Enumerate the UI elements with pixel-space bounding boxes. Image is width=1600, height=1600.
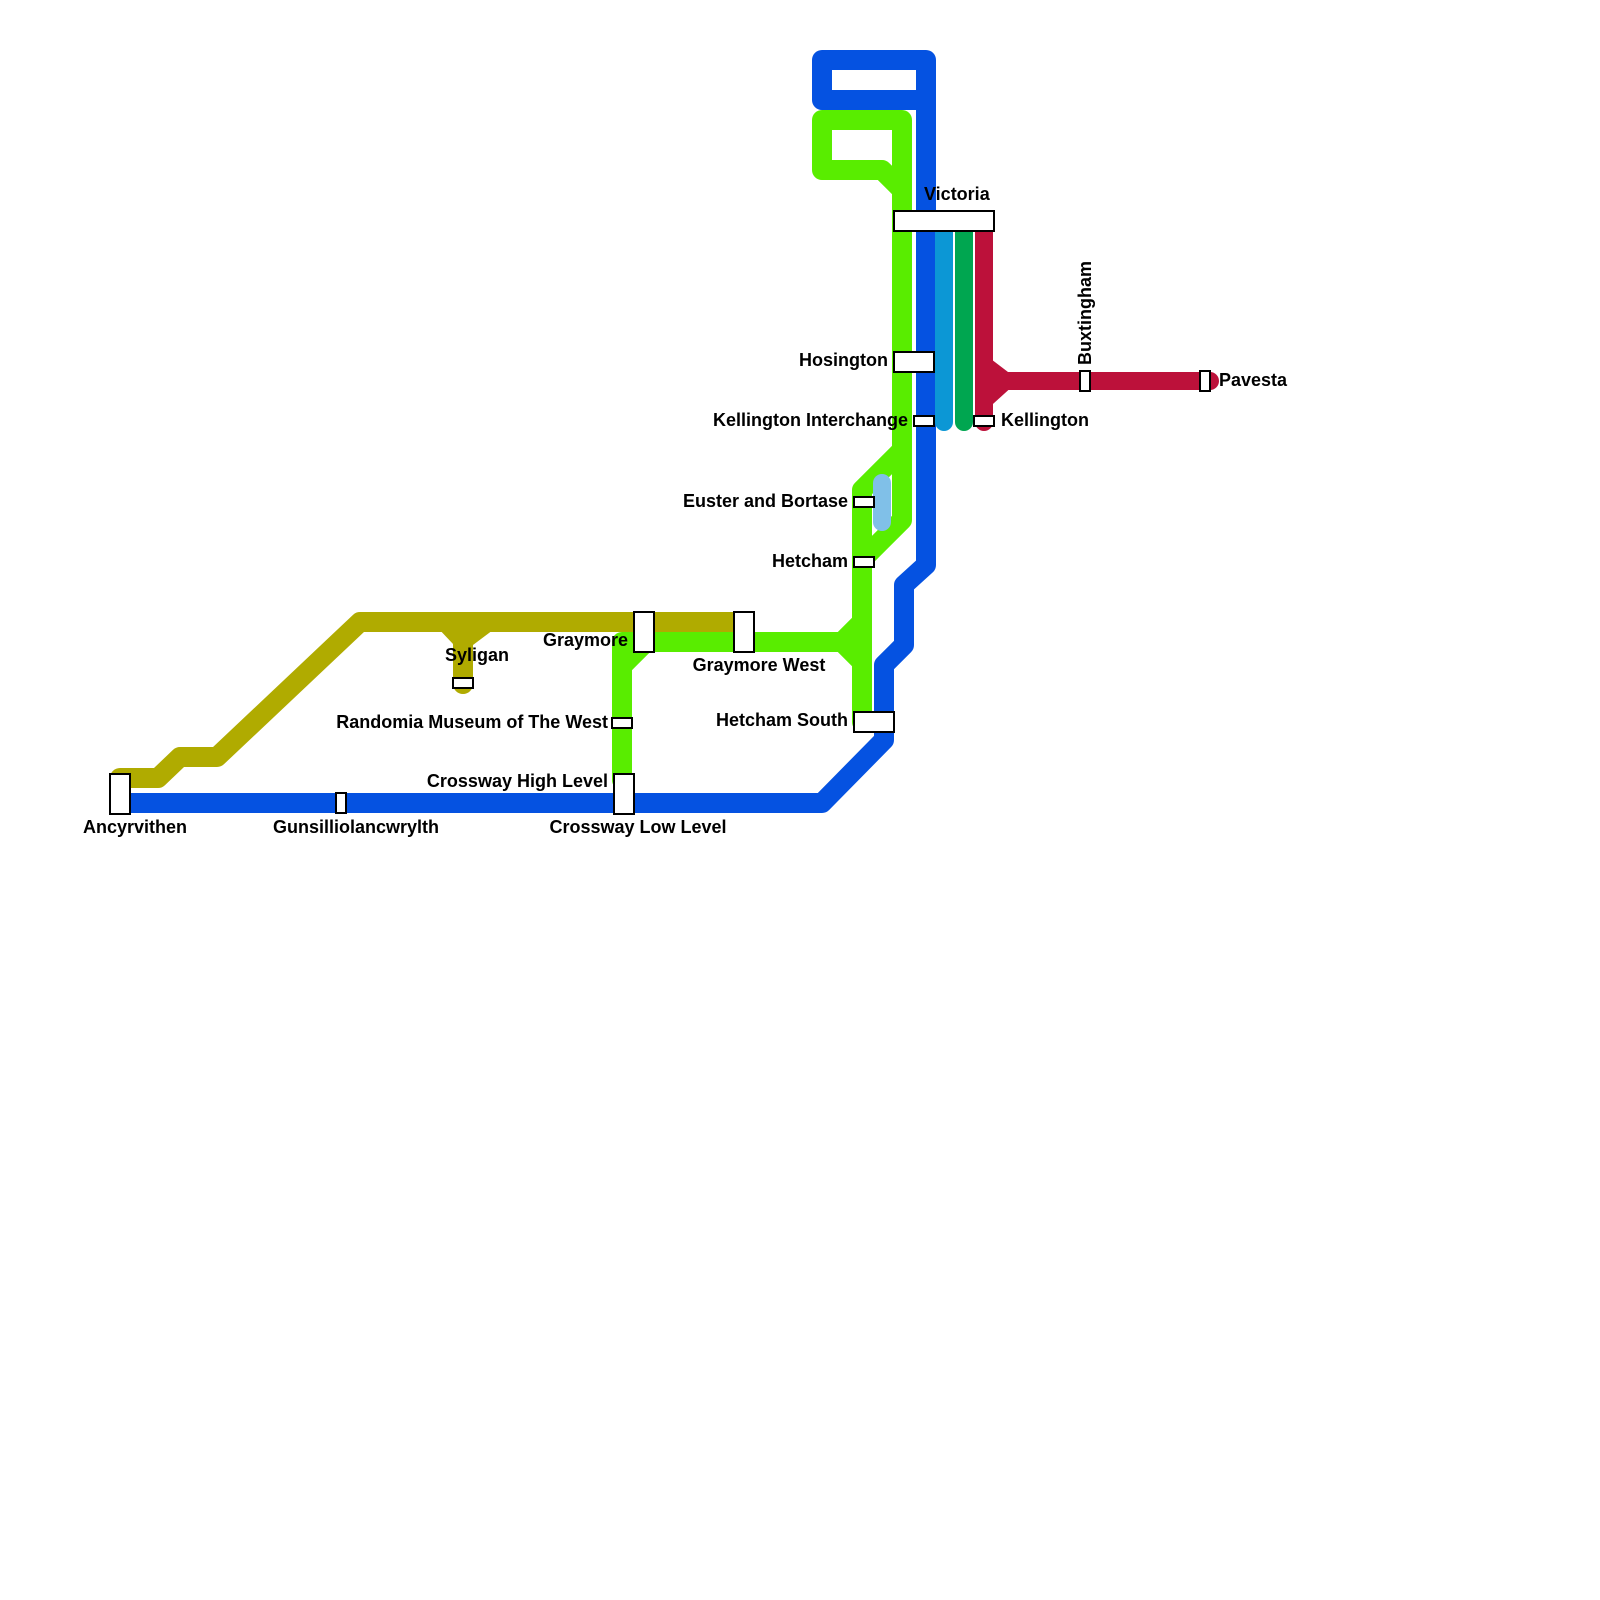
station-kellington[interactable] (973, 415, 995, 427)
olive-line (110, 612, 750, 788)
label-hosington: Hosington (799, 350, 888, 370)
station-kellington-interchange[interactable] (913, 415, 935, 427)
station-hosington[interactable] (893, 351, 935, 373)
label-victoria: Victoria (924, 184, 991, 204)
station-euster-and-bortase[interactable] (853, 496, 875, 508)
station-pavesta[interactable] (1199, 370, 1211, 392)
station-hetcham-south[interactable] (853, 711, 895, 733)
lime-terminal-loop (840, 130, 888, 149)
label-randomia-museum: Randomia Museum of The West (336, 712, 608, 732)
station-crossway[interactable] (613, 773, 635, 815)
label-kellington-interchange: Kellington Interchange (713, 410, 908, 430)
label-euster-and-bortase: Euster and Bortase (683, 491, 848, 511)
lime-line (612, 110, 912, 790)
station-gunsilliolancwrylth[interactable] (335, 792, 347, 814)
label-ancyrvithen: Ancyrvithen (83, 817, 187, 837)
label-hetcham: Hetcham (772, 551, 848, 571)
label-graymore-west: Graymore West (693, 655, 826, 675)
blue-line (110, 50, 936, 813)
station-syligan[interactable] (452, 677, 474, 689)
station-randomia-museum[interactable] (611, 717, 633, 729)
red-line (975, 221, 1219, 431)
station-ancyrvithen[interactable] (109, 773, 131, 815)
station-hetcham[interactable] (853, 556, 875, 568)
label-gunsilliolancwrylth: Gunsilliolancwrylth (273, 817, 439, 837)
station-graymore-west[interactable] (733, 611, 755, 653)
label-hetcham-south: Hetcham South (716, 710, 848, 730)
label-crossway-low-level: Crossway Low Level (549, 817, 726, 837)
station-graymore[interactable] (633, 611, 655, 653)
label-pavesta: Pavesta (1219, 370, 1288, 390)
station-buxtingham[interactable] (1079, 370, 1091, 392)
label-kellington: Kellington (1001, 410, 1089, 430)
label-crossway-high-level: Crossway High Level (427, 771, 608, 791)
label-syligan: Syligan (445, 645, 509, 665)
label-buxtingham: Buxtingham (1075, 261, 1095, 365)
station-victoria[interactable] (893, 210, 995, 232)
olive-line-syligan-branch (436, 612, 497, 694)
label-graymore: Graymore (543, 630, 628, 650)
blue-terminal-loop (840, 70, 910, 89)
